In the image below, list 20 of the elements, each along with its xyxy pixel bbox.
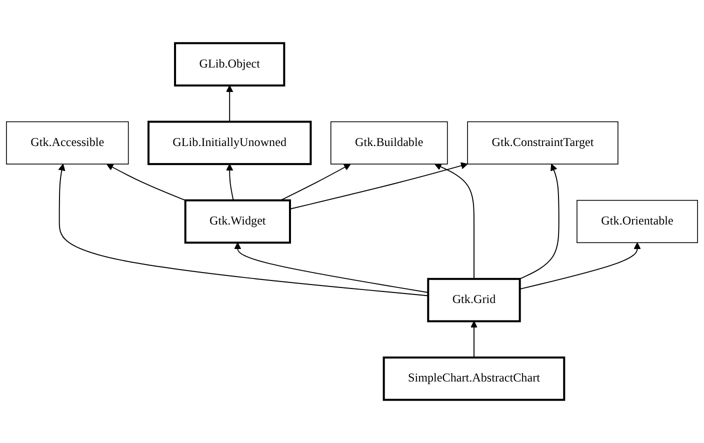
arrow [106, 164, 186, 201]
node-box: Gtk.Grid [427, 278, 521, 322]
arrow [226, 164, 234, 201]
arrow [58, 164, 429, 296]
node-box: Gtk.Widget [184, 199, 291, 244]
arrow [519, 242, 641, 290]
node-box: Gtk.ConstraintTarget [467, 121, 618, 164]
node-box: Gtk.Buildable [330, 121, 448, 164]
node-box: SimpleChart.AbstractChart [382, 356, 566, 401]
arrow [470, 320, 478, 358]
arrow [290, 162, 468, 210]
node-box: Gtk.Accessible [6, 121, 129, 164]
node-box: Gtk.Orientable [576, 200, 698, 244]
arrow [226, 85, 234, 122]
arrow [519, 164, 560, 280]
node-box: GLib.Object [174, 42, 286, 86]
arrow [434, 164, 474, 280]
arrow [234, 242, 429, 293]
arrow [280, 164, 351, 201]
node-box: GLib.InitiallyUnowned [148, 120, 312, 166]
